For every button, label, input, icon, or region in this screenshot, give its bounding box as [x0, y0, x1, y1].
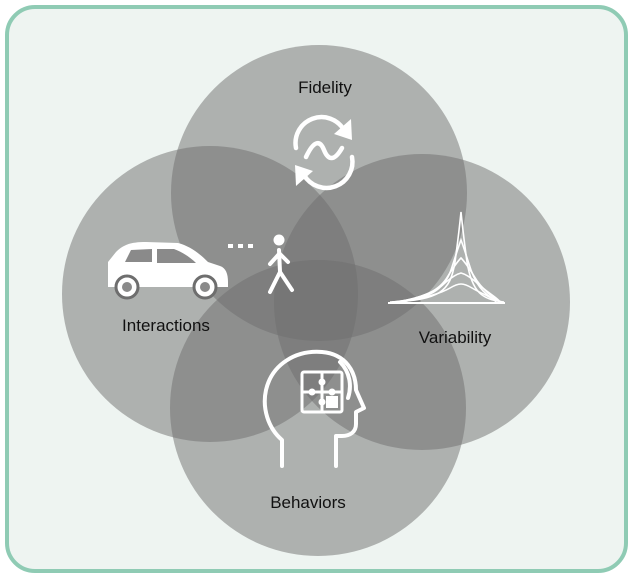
label-interactions: Interactions [122, 316, 210, 335]
label-variability: Variability [419, 328, 492, 347]
label-fidelity: Fidelity [298, 78, 352, 97]
car-icon [108, 242, 228, 300]
circle-behaviors [170, 260, 466, 556]
connection-dots [228, 244, 253, 248]
cycle-arrows-wave-icon [293, 114, 355, 191]
distribution-curves-icon [388, 211, 505, 304]
head-puzzle-icon [262, 349, 366, 468]
label-behaviors: Behaviors [270, 493, 346, 512]
pedestrian-icon [268, 234, 294, 294]
